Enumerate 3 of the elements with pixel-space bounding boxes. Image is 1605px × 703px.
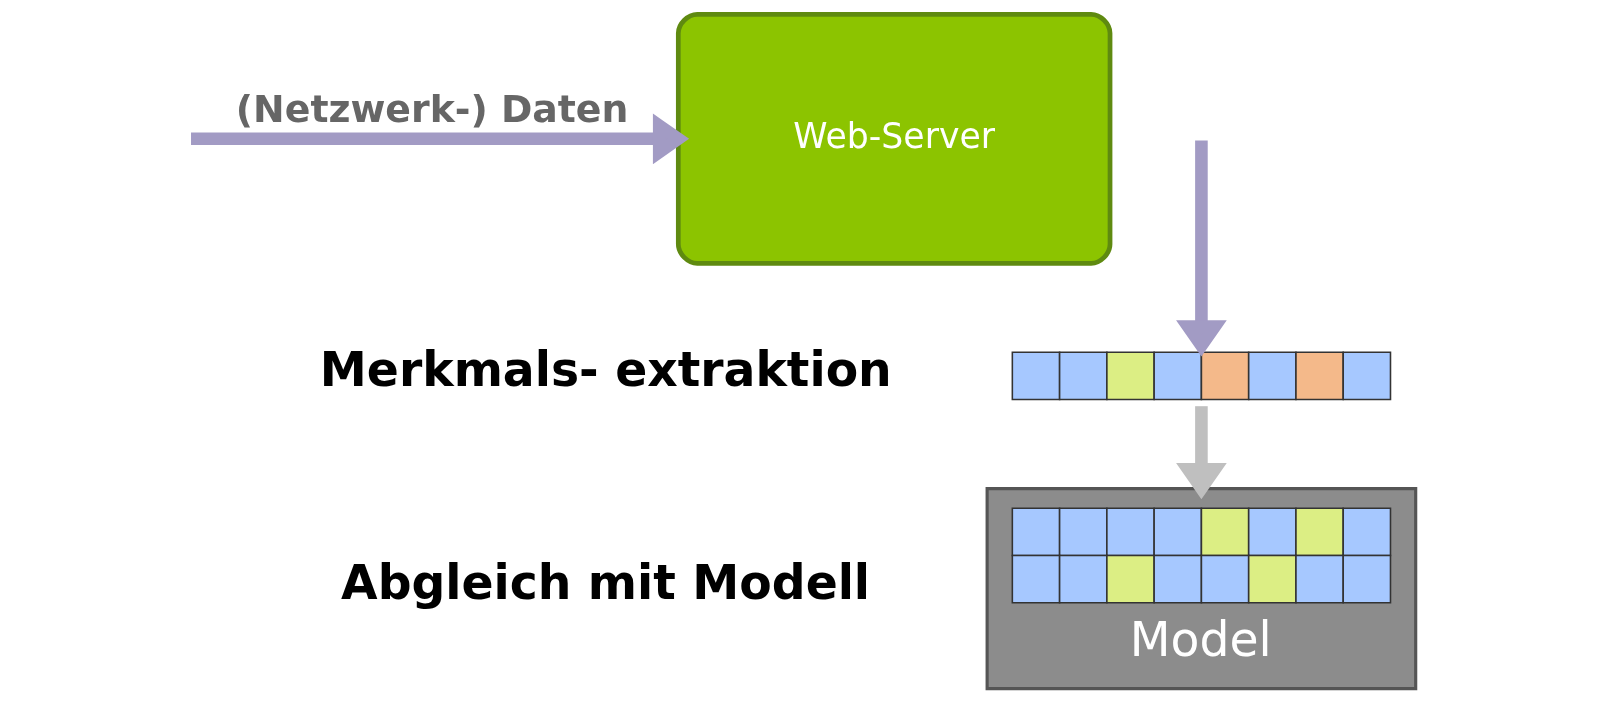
edge-label: (Netzwerk-) Daten — [235, 86, 629, 131]
label: Abgleich mit Modell — [341, 554, 871, 610]
label: Merkmals- extraktion — [319, 342, 892, 398]
